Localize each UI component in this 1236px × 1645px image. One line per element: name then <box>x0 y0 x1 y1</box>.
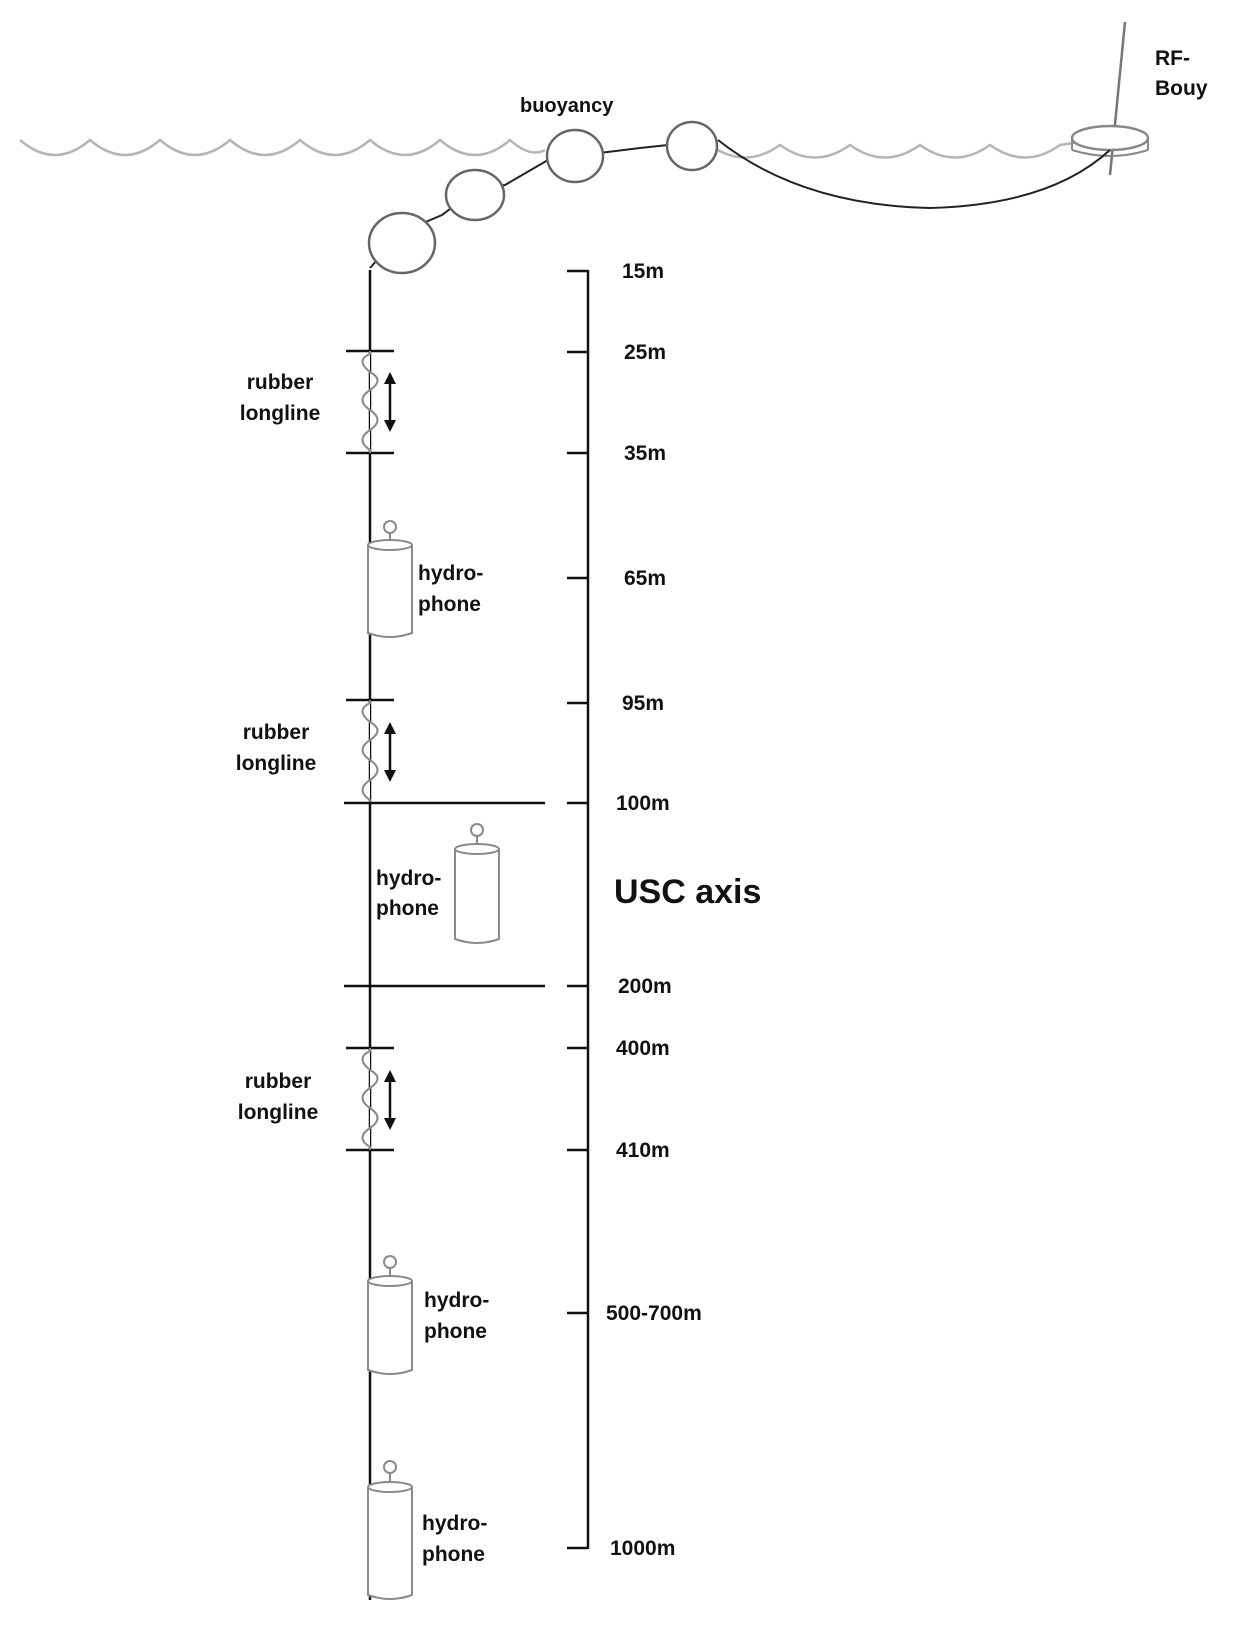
buoyancy-float-3 <box>545 128 605 184</box>
depth-tick-label: 410m <box>616 1139 670 1162</box>
depth-tick-label: 400m <box>616 1037 670 1060</box>
rubber-longline-3-label-line2: longline <box>238 1101 319 1124</box>
surface-tether <box>717 139 1111 210</box>
rf-buoy <box>1070 21 1150 176</box>
depth-tick-label: 15m <box>622 260 664 283</box>
buoyancy-float-2 <box>444 168 506 222</box>
buoyancy-label: buoyancy <box>520 95 614 117</box>
depth-tick-label: 500-700m <box>606 1302 702 1325</box>
rubber-longline-3-label-line1: rubber <box>245 1070 312 1093</box>
hydrophone-1-label-line2: phone <box>418 593 481 616</box>
rf-buoy-float <box>1070 124 1150 152</box>
depth-tick-label: 1000m <box>610 1537 675 1560</box>
hydrophone-2-label-line2: phone <box>376 897 439 920</box>
depth-tick-label: 25m <box>624 341 666 364</box>
usc-axis-label: USC axis <box>614 873 761 911</box>
hydrophone-4-label-line2: phone <box>422 1543 485 1566</box>
hydrophone-1-float <box>383 520 397 534</box>
hydrophone-2 <box>454 823 500 944</box>
depth-tick-label: 35m <box>624 442 666 465</box>
depth-tick-label: 200m <box>618 975 672 998</box>
hydrophone-2-body <box>454 849 500 944</box>
rubber-longline-1-label-line1: rubber <box>247 371 314 394</box>
depth-tick-label: 100m <box>616 792 670 815</box>
rubber-longline-2-label-line2: longline <box>236 752 317 775</box>
rubber-longline-3 <box>346 1046 396 1152</box>
arrow-down-icon <box>384 770 396 782</box>
buoyancy-float-1 <box>367 211 437 275</box>
hydrophone-4-float <box>383 1460 397 1474</box>
hydrophone-2-label-line1: hydro- <box>376 867 441 890</box>
hydrophone-3-label-line2: phone <box>424 1320 487 1343</box>
arrow-up-icon <box>384 722 396 734</box>
hydrophone-1-label-line1: hydro- <box>418 562 483 585</box>
hydrophone-3-body <box>367 1281 413 1375</box>
buoyancy-float-4 <box>665 120 719 172</box>
hydrophone-1 <box>367 520 413 638</box>
rubber-longline-1 <box>346 349 396 455</box>
rubber-longline-2-label-line1: rubber <box>243 721 310 744</box>
arrow-up-icon <box>384 372 396 384</box>
hydrophone-2-float <box>470 823 484 837</box>
rf-antenna <box>1108 21 1127 176</box>
depth-scale: 15m 25m 35m 65m 95m 100m 200m 400m 410m 500-700m 1… <box>567 260 702 1560</box>
rubber-longline-1-label-line2: longline <box>240 402 321 425</box>
hydrophone-3-label-line1: hydro- <box>424 1289 489 1312</box>
hydrophone-4-body <box>367 1487 413 1600</box>
hydrophone-4-label-line1: hydro- <box>422 1512 487 1535</box>
hydrophone-1-body <box>367 545 413 638</box>
depth-tick-label: 65m <box>624 567 666 590</box>
depth-tick-label: 95m <box>622 692 664 715</box>
arrow-up-icon <box>384 1070 396 1082</box>
hydrophone-4 <box>367 1460 413 1600</box>
rubber-longline-2 <box>346 698 396 803</box>
arrow-down-icon <box>384 420 396 432</box>
rf-buoy-label-line1: RF- <box>1155 47 1190 70</box>
arrow-down-icon <box>384 1118 396 1130</box>
sea-surface <box>19 138 1081 159</box>
rf-buoy-label-line2: Bouy <box>1155 77 1208 100</box>
buoyancy-float-chain <box>367 120 719 275</box>
hydrophone-3 <box>367 1255 413 1375</box>
hydrophone-3-float <box>383 1255 397 1269</box>
